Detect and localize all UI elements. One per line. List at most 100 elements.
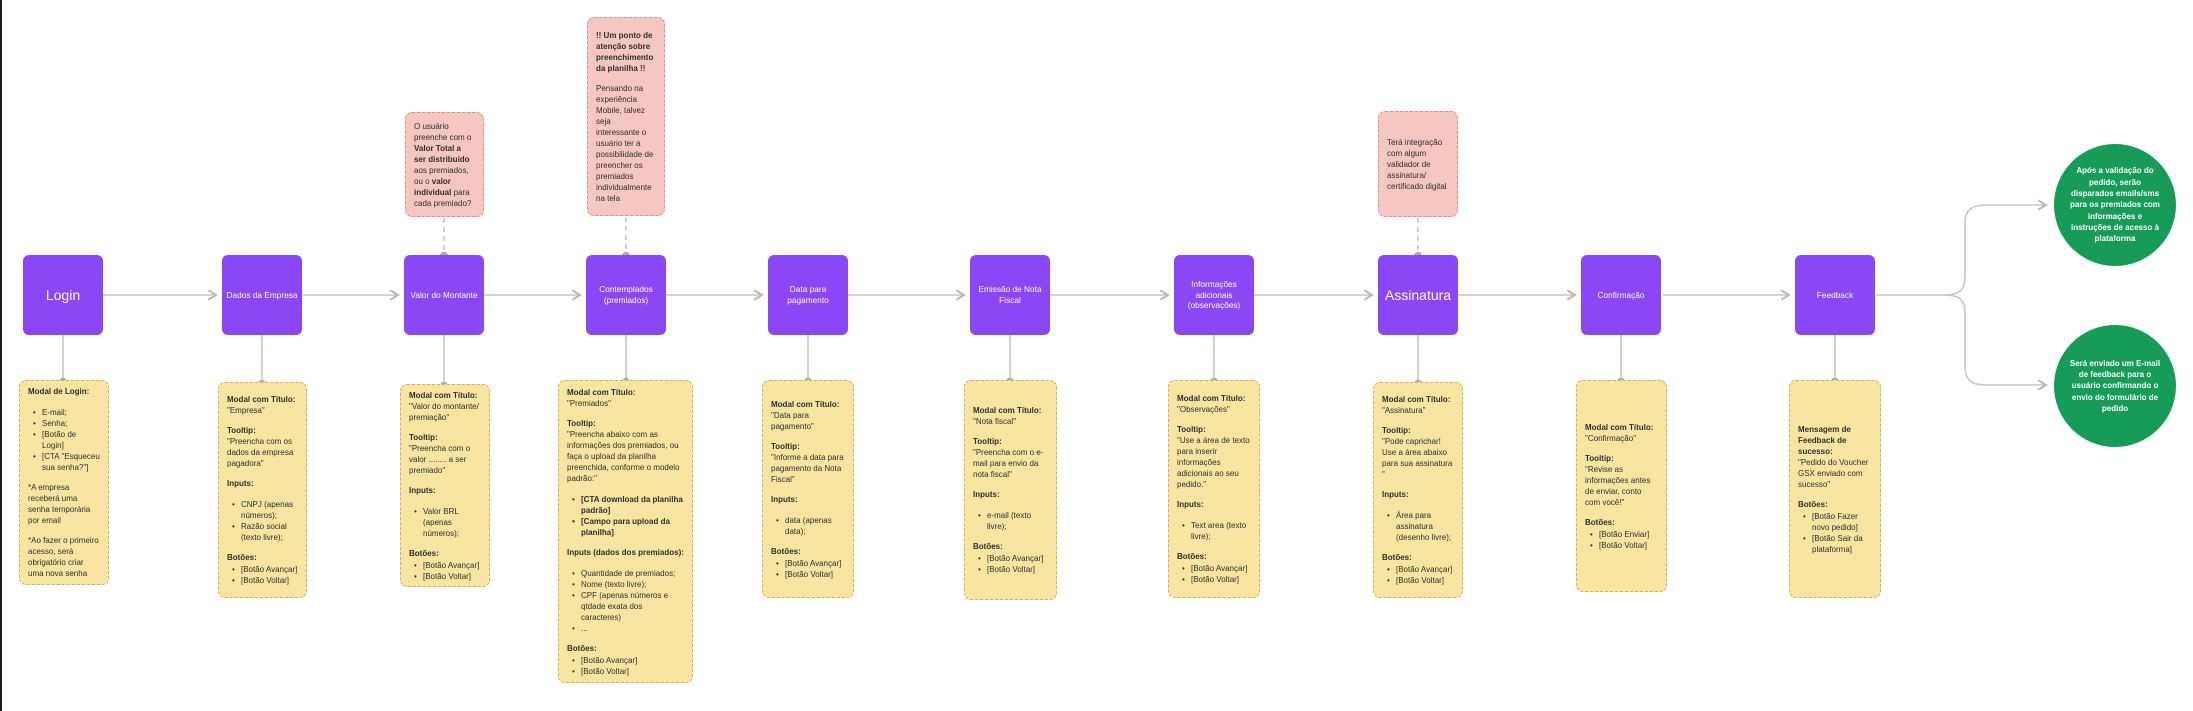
flow-node-login[interactable]: Login <box>23 255 103 335</box>
text-heading: Inputs (dados dos premiados): <box>567 547 684 557</box>
detail-card-data-pagamento[interactable]: Modal com Título:"Data para pagamento"To… <box>762 380 854 598</box>
bullet-item: E-mail; <box>33 407 100 418</box>
flow-node-assinatura[interactable]: Assinatura <box>1378 255 1458 335</box>
text-heading: Modal com Título: <box>1585 422 1654 432</box>
flow-node-nota-fiscal[interactable]: Emissão de Nota Fiscal <box>970 255 1050 335</box>
bullet-item: [Botão Voltar] <box>776 569 845 580</box>
detail-card-feedback[interactable]: Mensagem de Feedback de sucesso:"Pedido … <box>1789 380 1881 598</box>
detail-card-observacoes[interactable]: Modal com Título:"Observações"Tooltip:"U… <box>1168 380 1260 598</box>
text-line: "Confirmação" <box>1585 433 1637 443</box>
text-segment-bold: Valor Total a ser distribuído <box>414 143 470 164</box>
outcome-text: Será enviado um E-mail de feedback para … <box>2069 358 2161 414</box>
detail-card-assinatura[interactable]: Modal com Título:"Assinatura"Tooltip:"Po… <box>1373 382 1463 598</box>
text-heading: Modal de Login: <box>28 387 90 396</box>
bullet-item: [Campo para upload da planilha] <box>572 516 684 538</box>
spacer <box>771 505 845 514</box>
flow-node-informacoes-adicionais[interactable]: Informações adicionais (observações) <box>1174 255 1254 335</box>
text-heading: Tooltip: <box>227 426 256 435</box>
spacer <box>567 558 684 567</box>
bullet-item: [Botão Voltar] <box>978 564 1048 575</box>
detail-card-valor-montante[interactable]: Modal com Título:"Valor do montante/ pre… <box>400 384 490 587</box>
flow-node-dados-empresa[interactable]: Dados da Empresa <box>222 255 302 335</box>
spacer <box>227 416 298 425</box>
bullet-item: Razão social (texto livre); <box>232 521 298 543</box>
text-heading: Inputs: <box>973 490 1000 499</box>
text-heading: Tooltip: <box>1382 426 1411 435</box>
bullet-item: data (apenas data); <box>776 515 845 537</box>
spacer <box>973 480 1048 489</box>
connector-dots <box>58 251 1840 391</box>
text-heading: Tooltip: <box>973 437 1002 446</box>
text-heading: Botões: <box>1382 553 1412 562</box>
text-heading: Tooltip: <box>1177 425 1206 434</box>
text-heading: Tooltip: <box>567 418 596 428</box>
spacer <box>973 532 1048 541</box>
text-line: "Valor do montante/ premiação" <box>409 401 479 422</box>
flow-node-feedback[interactable]: Feedback <box>1795 255 1875 335</box>
text-line: "Premiados" <box>567 398 611 408</box>
annotation-note-planilha[interactable]: !! Um ponto de atenção sobre preenchimen… <box>587 17 665 216</box>
bullet-item: [Botão de Login] <box>33 429 100 451</box>
bullet-list: [Botão Avançar][Botão Voltar] <box>409 560 481 582</box>
text-heading: !! Um ponto de atenção sobre preenchimen… <box>596 30 654 73</box>
bullet-item: [Botão Avançar] <box>414 560 481 571</box>
text-line: "Preencha com o valor ........ a ser pre… <box>409 443 471 475</box>
text-segment: aos premiados, ou o <box>414 165 469 186</box>
bullet-list: [CTA download da planilha padrão][Campo … <box>567 494 684 538</box>
annotation-note-assinatura[interactable]: Terá integração com algum validador de a… <box>1378 111 1458 217</box>
text-heading: Inputs: <box>409 485 436 495</box>
text-heading: Tooltip: <box>409 432 438 442</box>
bullet-item: Senha; <box>33 418 100 429</box>
node-card-links <box>62 335 1836 383</box>
bullet-list: data (apenas data); <box>771 515 845 537</box>
flow-node-contemplados[interactable]: Contemplados (premiados) <box>586 255 666 335</box>
bullet-list: [Botão Avançar][Botão Voltar] <box>973 553 1048 575</box>
detail-card-dados-empresa[interactable]: Modal com Título:"Empresa"Tooltip:"Preen… <box>218 382 307 598</box>
detail-card-contemplados[interactable]: Modal com Título:"Premiados"Tooltip:"Pre… <box>558 380 693 683</box>
spacer <box>28 473 100 482</box>
node-label: Data para pagamento <box>787 284 829 305</box>
outcome-circle-premiados[interactable]: Após a validação do pedido, serão dispar… <box>2054 144 2176 266</box>
detail-card-login[interactable]: Modal de Login: E-mail;Senha;[Botão de Lo… <box>19 380 109 585</box>
text-heading: Modal com Título: <box>409 390 478 400</box>
annotation-note-valor-montante[interactable]: O usuário preenche com o Valor Total a s… <box>405 112 484 217</box>
node-label: Feedback <box>1816 289 1854 300</box>
window-left-edge <box>0 0 2 711</box>
spacer <box>596 74 656 83</box>
text-heading: Botões: <box>567 643 597 653</box>
bullet-list: e-mail (texto livre); <box>973 510 1048 532</box>
node-label: Valor do Montante <box>410 289 478 300</box>
flow-node-valor-montante[interactable]: Valor do Montante <box>404 255 484 335</box>
bullet-item: CNPJ (apenas números); <box>232 499 298 521</box>
bullet-item: Área para assinatura (desenho livre); <box>1387 510 1454 543</box>
bullet-item: Quantidade de premiados; <box>572 568 684 579</box>
bullet-list: E-mail;Senha;[Botão de Login][CTA "Esque… <box>28 407 100 473</box>
node-label: Assinatura <box>1384 286 1452 303</box>
text-line: "Empresa" <box>227 406 265 415</box>
spacer <box>1382 543 1454 552</box>
detail-card-confirmacao[interactable]: Modal com Título:"Confirmação"Tooltip:"R… <box>1576 380 1667 592</box>
bullet-item: CPF (apenas números e qtdade exata dos c… <box>572 590 684 623</box>
spacer <box>1585 444 1658 453</box>
spacer <box>771 432 845 441</box>
node-label: Confirmação <box>1597 289 1645 300</box>
bullet-list: Área para assinatura (desenho livre); <box>1382 510 1454 543</box>
bullet-item: [Botão Avançar] <box>1387 564 1454 575</box>
bullet-item: [CTA download da planilha padrão] <box>572 494 684 516</box>
spacer <box>1177 415 1251 424</box>
bullet-item: ... <box>572 623 684 634</box>
outcome-circle-email-feedback[interactable]: Será enviado um E-mail de feedback para … <box>2054 325 2176 447</box>
spacer <box>1177 542 1251 551</box>
text-line: "Revise as informações antes de enviar, … <box>1585 464 1651 507</box>
spacer <box>567 409 684 418</box>
detail-card-nota-fiscal[interactable]: Modal com Título:"Nota fiscal"Tooltip:"P… <box>964 380 1057 600</box>
bullet-list: Valor BRL (apenas números); <box>409 506 481 539</box>
flow-node-data-pagamento[interactable]: Data para pagamento <box>768 255 848 335</box>
text-line: *A empresa receberá uma senha temporária… <box>28 483 91 525</box>
spacer <box>1382 416 1454 425</box>
flow-node-confirmacao[interactable]: Confirmação <box>1581 255 1661 335</box>
text-heading: Botões: <box>1798 499 1828 509</box>
text-line: Terá integração com algum validador de a… <box>1387 137 1447 191</box>
